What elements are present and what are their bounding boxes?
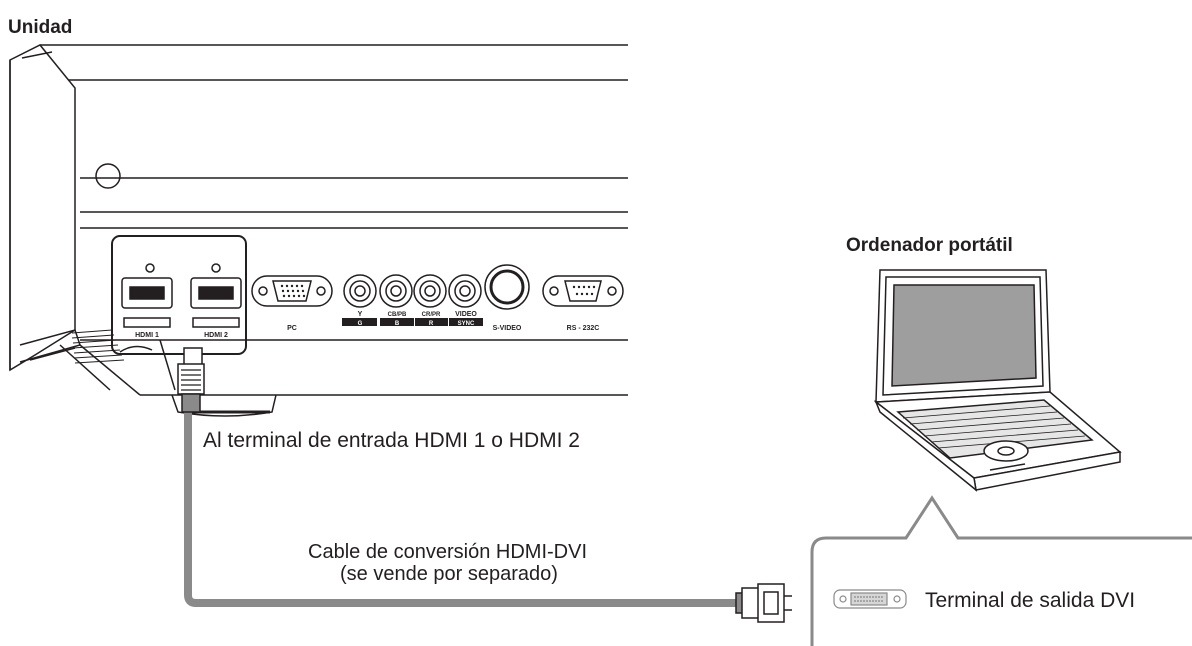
pc-label: PC: [287, 325, 297, 332]
cb-label: CB/PB: [388, 312, 407, 318]
unit-heading: Unidad: [8, 17, 73, 38]
cable-callout-line2: (se vende por separado): [340, 563, 558, 585]
pc-port-icon: [251, 275, 333, 307]
hdmi2-port-icon: [190, 263, 242, 328]
rs232c-label: RS - 232C: [567, 325, 600, 332]
svideo-label: S-VIDEO: [493, 325, 522, 332]
hdmi-input-callout: Al terminal de entrada HDMI 1 o HDMI 2: [203, 429, 580, 452]
dvi-terminal-icon: [833, 589, 907, 609]
rca-cb-jack-icon: [379, 274, 413, 308]
sync-label: SYNC: [458, 321, 475, 327]
hdmi-plug-icon: [177, 347, 205, 413]
rca-y-jack-icon: [343, 274, 377, 308]
rca-label-bars: [342, 318, 483, 326]
terminal-panel: [80, 227, 628, 355]
g-label: G: [358, 321, 363, 327]
b-label: B: [395, 321, 400, 327]
y-label: Y: [358, 311, 363, 318]
screw-hole-icon: [95, 163, 121, 189]
video-label: VIDEO: [455, 311, 477, 318]
laptop-heading: Ordenador portátil: [846, 235, 1013, 256]
projector-body: [9, 44, 628, 417]
dvi-callout-bubble: [810, 495, 1192, 646]
hdmi1-label: HDMI 1: [135, 332, 159, 339]
hdmi-highlight-box: [111, 235, 247, 355]
rs232c-port-icon: [542, 275, 624, 307]
hdmi1-port-icon: [121, 263, 173, 328]
rca-cr-jack-icon: [413, 274, 447, 308]
dvi-plug-icon: [735, 583, 792, 623]
hdmi2-label: HDMI 2: [204, 332, 228, 339]
cable-callout-line1: Cable de conversión HDMI-DVI: [308, 541, 587, 563]
svideo-port-icon: [484, 264, 530, 310]
laptop-icon: [873, 269, 1122, 492]
cr-label: CR/PR: [422, 312, 441, 318]
r-label: R: [429, 321, 434, 327]
hdmi-dvi-cable: [177, 347, 792, 623]
dvi-output-callout: Terminal de salida DVI: [925, 589, 1136, 612]
rca-video-jack-icon: [448, 274, 482, 308]
